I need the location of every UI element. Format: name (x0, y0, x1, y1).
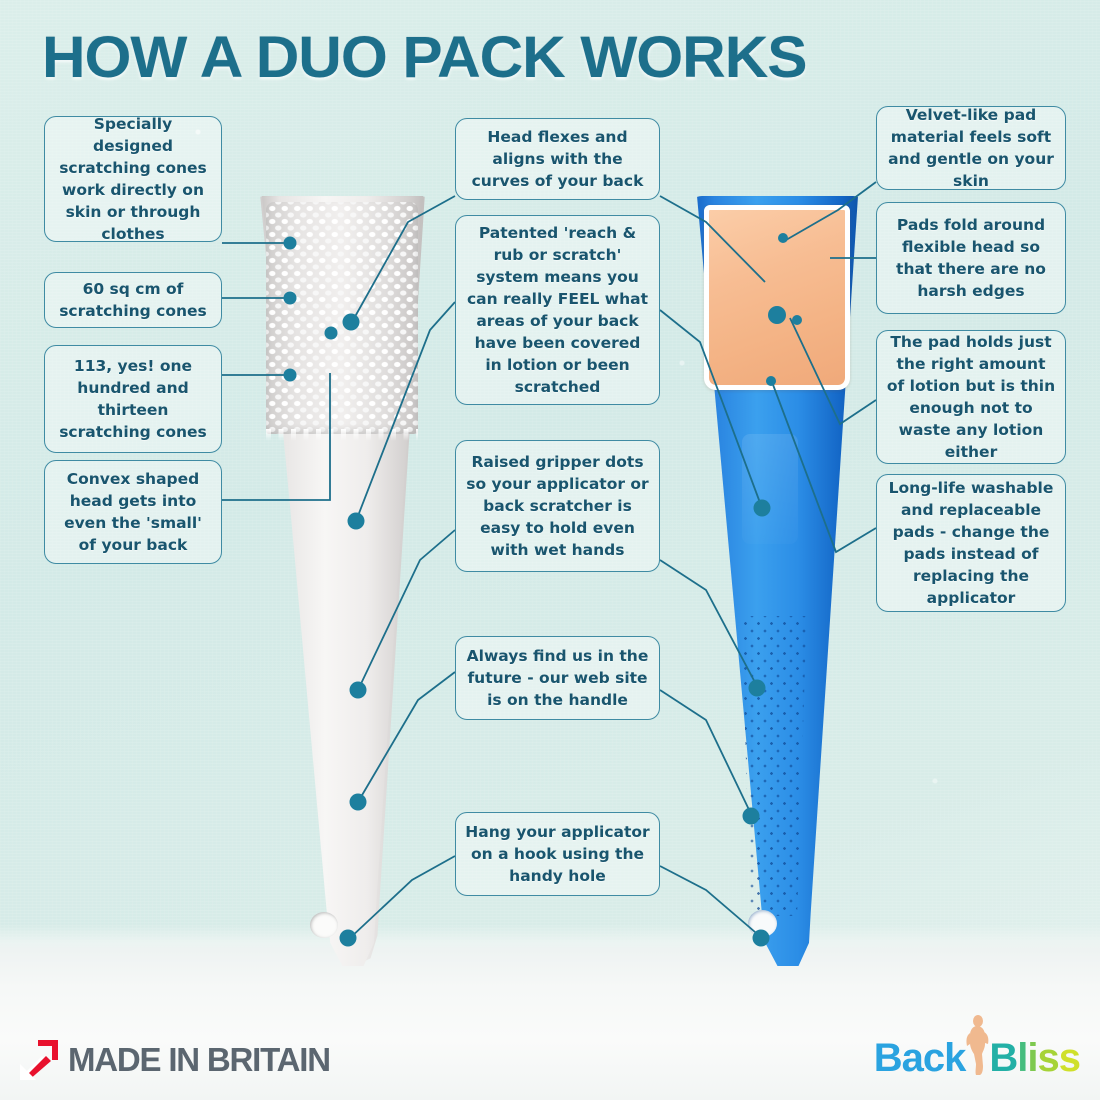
applicator-logo-emboss (742, 434, 798, 544)
scratcher-hanging-hole (310, 912, 338, 938)
brand-bliss-s1: s (1037, 1036, 1060, 1080)
britain-arrow-icon (18, 1040, 62, 1080)
callout-text: Always find us in the future - our web s… (466, 647, 649, 709)
made-in-britain-text: MADE IN BRITAIN (68, 1041, 331, 1078)
made-in-britain-logo: MADE IN BRITAIN (18, 1040, 331, 1080)
brand-bliss-l: l (1017, 1036, 1028, 1080)
callout-one-hundred-thirteen-cones: 113, yes! one hundred and thirteen scrat… (44, 345, 222, 453)
callout-text: Raised gripper dots so your applicator o… (466, 453, 649, 559)
callout-raised-gripper-dots: Raised gripper dots so your applicator o… (455, 440, 660, 572)
callout-text: 60 sq cm of scratching cones (59, 280, 207, 320)
callout-text: Patented 'reach & rub or scratch' system… (466, 224, 649, 396)
callout-web-site-on-handle: Always find us in the future - our web s… (455, 636, 660, 720)
callout-pad-holds-lotion: The pad holds just the right amount of l… (876, 330, 1066, 464)
table-surface (0, 950, 1100, 1100)
callout-text: Hang your applicator on a hook using the… (465, 823, 650, 885)
brand-bliss-b: B (989, 1036, 1018, 1080)
callout-patented-reach-rub-scratch: Patented 'reach & rub or scratch' system… (455, 215, 660, 405)
connector-dots (283, 233, 802, 947)
callout-velvet-like-pad: Velvet-like pad material feels soft and … (876, 106, 1066, 190)
brand-bliss-s2: s (1058, 1036, 1081, 1080)
human-figure-icon (964, 1014, 990, 1076)
backbliss-logo: Back B l i s s (873, 1014, 1081, 1080)
callout-head-flexes: Head flexes and aligns with the curves o… (455, 118, 660, 200)
callout-convex-shaped-head: Convex shaped head gets into even the 's… (44, 460, 222, 564)
callout-text: Head flexes and aligns with the curves o… (471, 128, 644, 190)
callout-text: Pads fold around flexible head so that t… (896, 216, 1046, 300)
brand-back-text: Back (873, 1036, 967, 1080)
table-surface-edge (0, 924, 1100, 950)
callout-pads-fold-around: Pads fold around flexible head so that t… (876, 202, 1066, 314)
callout-text: Velvet-like pad material feels soft and … (888, 106, 1054, 190)
callout-text: 113, yes! one hundred and thirteen scrat… (59, 357, 207, 441)
lotion-applicator-product (690, 196, 865, 966)
velvet-pad (704, 205, 850, 390)
callout-text: Long-life washable and replaceable pads … (888, 479, 1054, 607)
page-title: HOW A DUO PACK WORKS (42, 25, 807, 90)
callout-text: Specially designed scratching cones work… (59, 115, 207, 243)
callout-hang-on-hook: Hang your applicator on a hook using the… (455, 812, 660, 896)
callout-scratching-cones-direct: Specially designed scratching cones work… (44, 115, 222, 243)
brand-bliss-i: i (1027, 1036, 1038, 1080)
back-scratcher-product (255, 196, 430, 966)
callout-text: The pad holds just the right amount of l… (886, 333, 1056, 461)
callout-sixty-sq-cm: 60 sq cm of scratching cones (44, 272, 222, 328)
callout-long-life-washable: Long-life washable and replaceable pads … (876, 474, 1066, 612)
callout-text: Convex shaped head gets into even the 's… (64, 470, 202, 554)
gripper-dots (741, 616, 807, 916)
